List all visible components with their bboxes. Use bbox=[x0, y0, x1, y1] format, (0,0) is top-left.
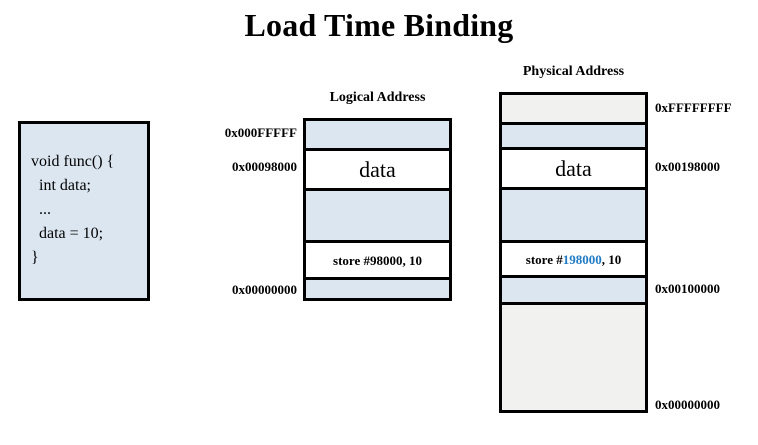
logical-store-instruction: store #98000, 10 bbox=[333, 253, 422, 268]
logical-cell-free-middle bbox=[306, 191, 449, 243]
logical-cell-free-bottom bbox=[306, 280, 449, 298]
physical-address-label-data: 0x00198000 bbox=[655, 159, 720, 174]
physical-address-label-top: 0xFFFFFFFF bbox=[655, 100, 732, 115]
logical-cell-data: data bbox=[306, 151, 449, 191]
logical-cell-data-label: data bbox=[359, 156, 396, 182]
logical-store-prefix: store # bbox=[333, 252, 370, 268]
code-line: int data; bbox=[31, 177, 91, 194]
source-code-box: void func() { int data; ... data = 10; } bbox=[18, 121, 150, 301]
slide-title: Load Time Binding bbox=[244, 7, 514, 43]
logical-address-memory-diagram: data store #98000, 10 bbox=[303, 118, 452, 301]
logical-address-header: Logical Address bbox=[329, 90, 426, 105]
physical-store-address: 198000 bbox=[562, 251, 602, 267]
physical-address-label-base: 0x00100000 bbox=[655, 281, 720, 296]
physical-cell-free-top bbox=[502, 125, 645, 150]
code-line: ... bbox=[31, 201, 51, 218]
logical-address-label-bottom: 0x00000000 bbox=[232, 282, 297, 297]
physical-cell-free-bottom bbox=[502, 278, 645, 305]
physical-cell-data-label: data bbox=[555, 155, 592, 181]
code-line: data = 10; bbox=[31, 225, 104, 242]
physical-cell-unused-bottom bbox=[502, 305, 645, 410]
logical-store-address: 98000 bbox=[369, 252, 403, 268]
physical-store-suffix: , 10 bbox=[601, 251, 622, 267]
physical-address-label-bottom: 0x00000000 bbox=[655, 397, 720, 412]
physical-cell-unused-top bbox=[502, 95, 645, 125]
logical-cell-store: store #98000, 10 bbox=[306, 243, 449, 280]
physical-address-memory-diagram: data store #198000, 10 bbox=[499, 92, 648, 413]
logical-store-suffix: , 10 bbox=[402, 252, 422, 268]
logical-address-label-data: 0x00098000 bbox=[232, 159, 297, 174]
logical-cell-free-top bbox=[306, 121, 449, 151]
logical-address-label-top: 0x000FFFFF bbox=[224, 125, 297, 140]
physical-cell-store: store #198000, 10 bbox=[502, 243, 645, 278]
physical-store-prefix: store # bbox=[525, 251, 563, 267]
physical-store-instruction: store #198000, 10 bbox=[526, 252, 621, 267]
physical-cell-free-middle bbox=[502, 190, 645, 243]
physical-address-header: Physical Address bbox=[522, 64, 625, 79]
physical-cell-data: data bbox=[502, 150, 645, 190]
code-line: void func() { bbox=[31, 153, 115, 170]
code-line: } bbox=[31, 249, 39, 266]
